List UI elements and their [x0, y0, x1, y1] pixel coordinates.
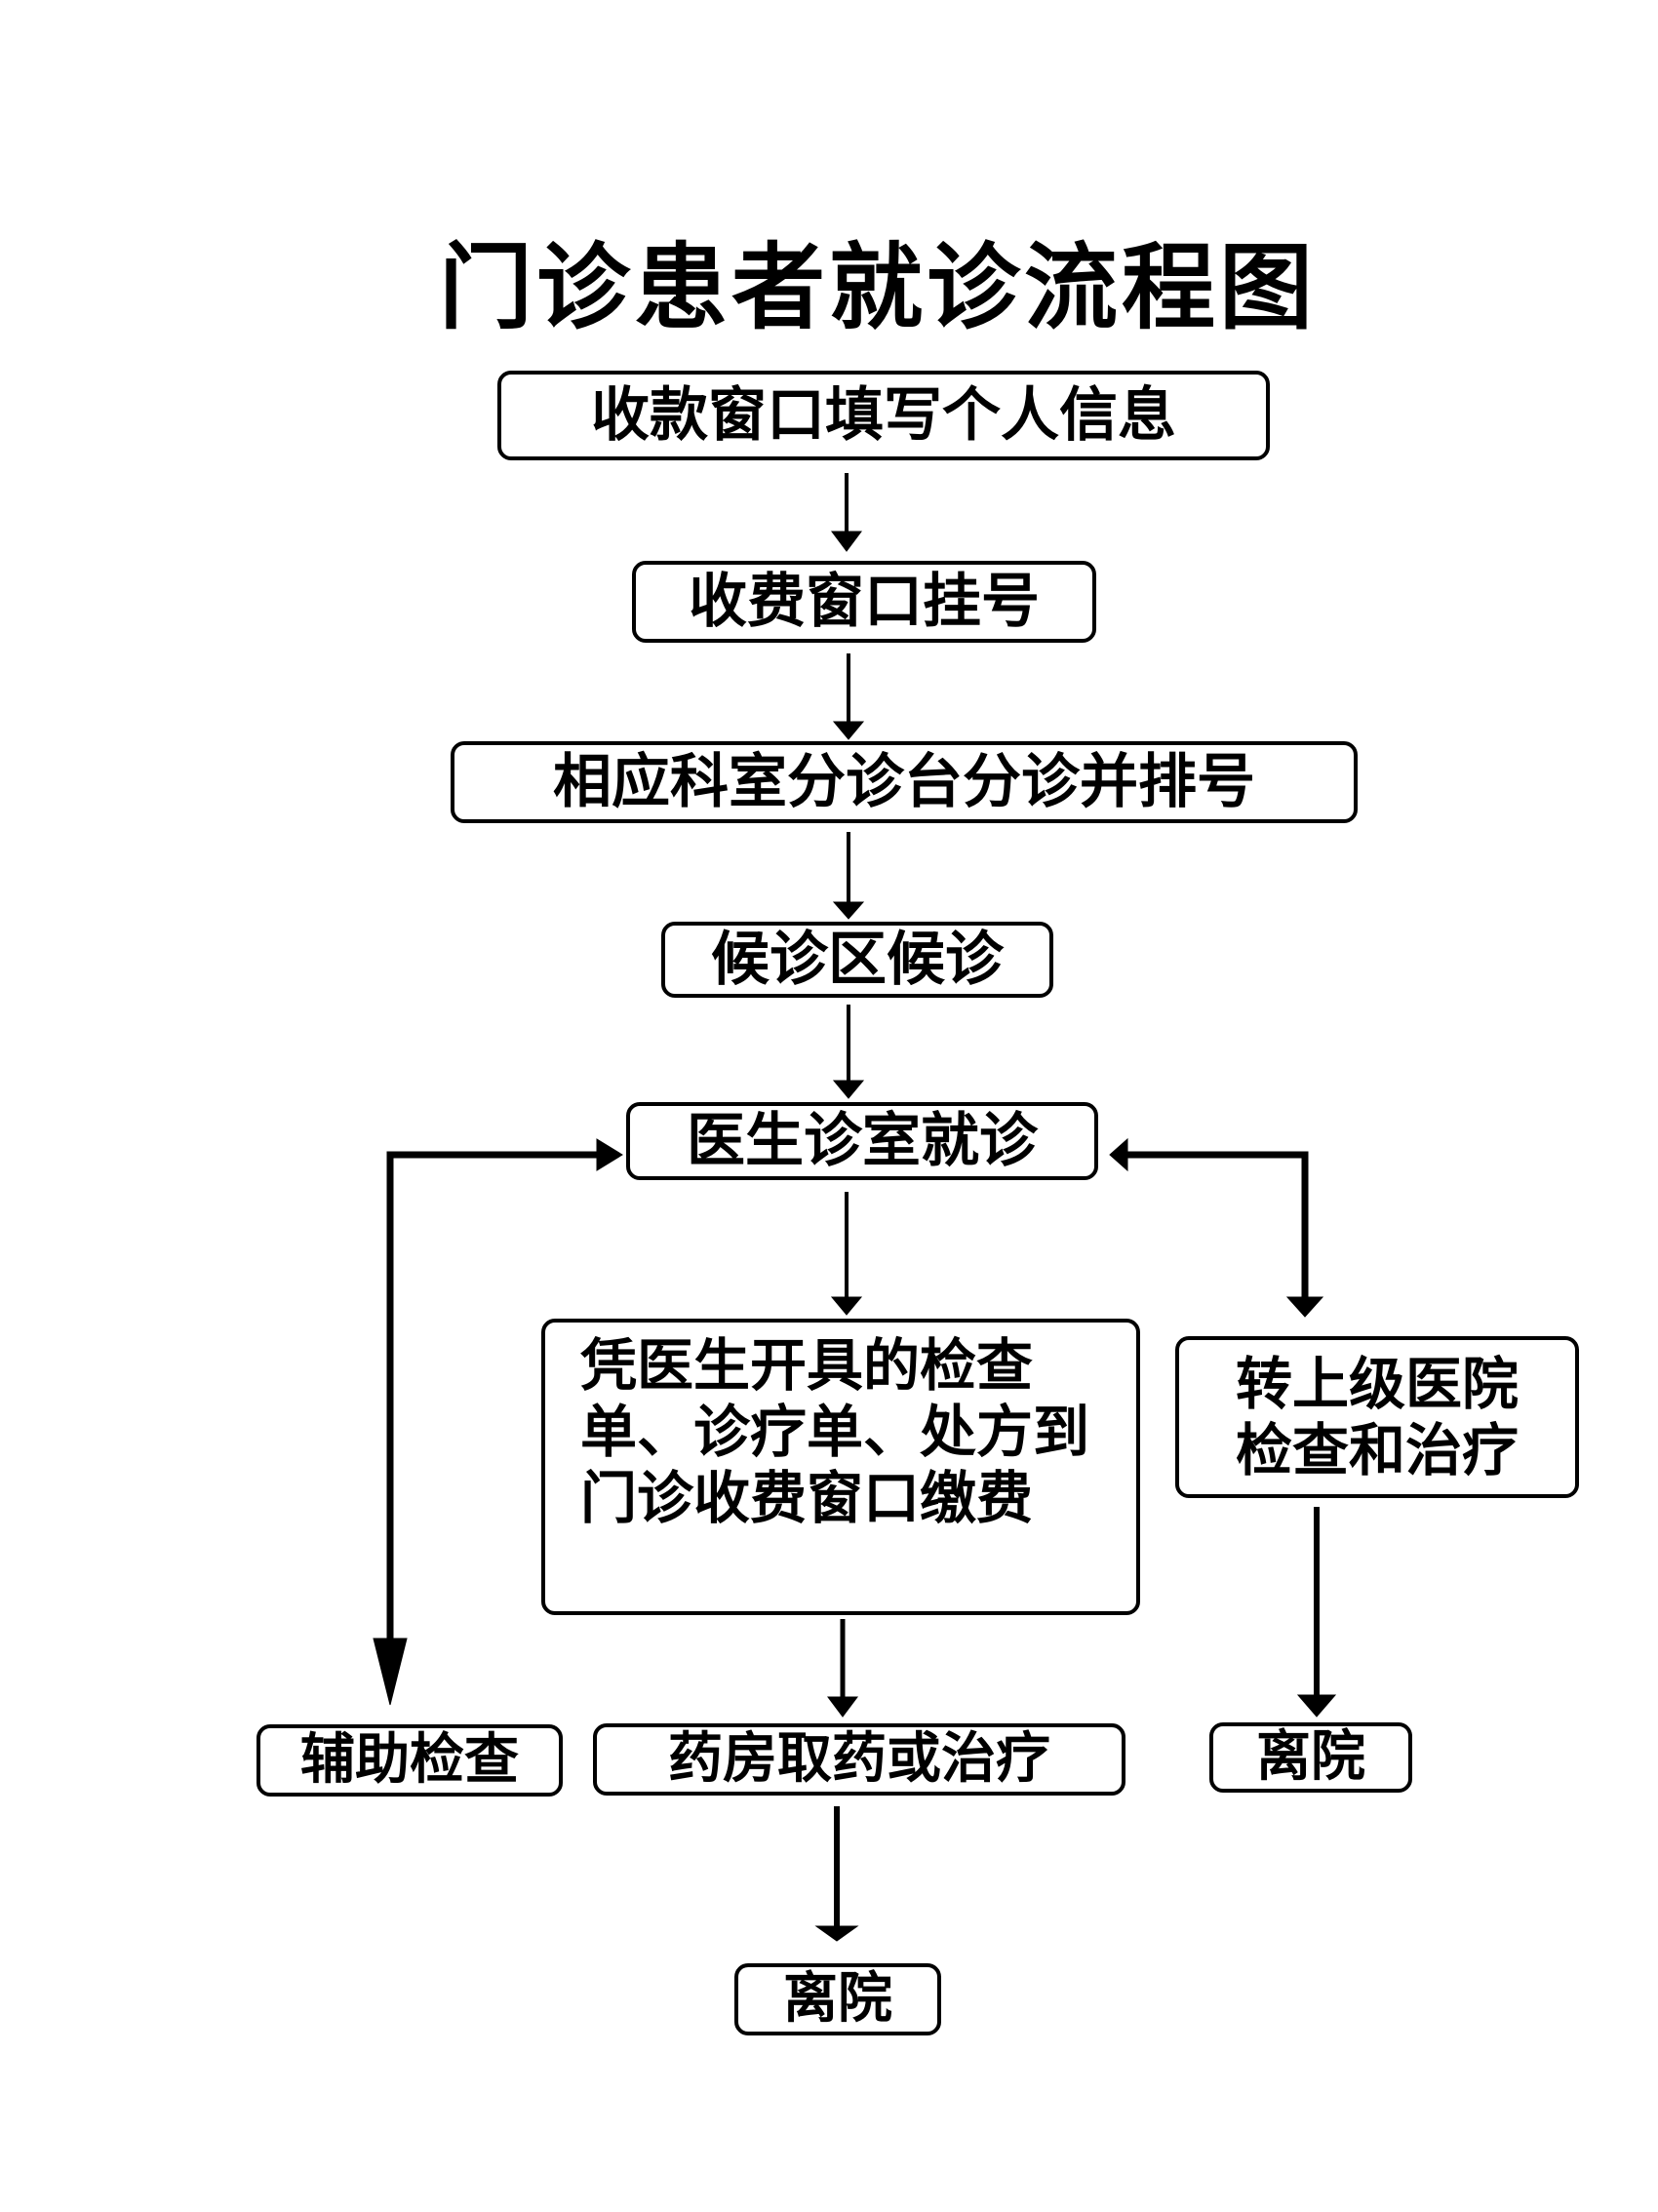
node-leave-bottom: 离院	[734, 1963, 941, 2035]
node-aux-exam: 辅助检查	[257, 1724, 563, 1797]
diagram-title: 门诊患者就诊流程图	[439, 233, 1317, 342]
node-referral: 转上级医院 检查和治疗	[1175, 1336, 1579, 1498]
node-referral-line-1: 转上级医院	[1235, 1351, 1519, 1417]
node-payment: 凭医生开具的检查单、诊疗单、处方到门诊收费窗口缴费	[541, 1319, 1140, 1615]
node-register: 收费窗口挂号	[632, 561, 1096, 643]
arrow-aux-exam-loop	[373, 1138, 623, 1706]
node-referral-line-2: 检查和治疗	[1235, 1417, 1519, 1483]
node-fill-info: 收款窗口填写个人信息	[497, 371, 1270, 460]
arrow-register-to-triage	[832, 653, 865, 740]
node-triage: 相应科室分诊台分诊并排号	[451, 741, 1358, 823]
node-leave-right: 离院	[1209, 1722, 1412, 1793]
node-waiting: 候诊区候诊	[661, 922, 1053, 998]
arrow-fill-info-to-register	[831, 473, 862, 552]
arrow-pharmacy-to-leave	[814, 1806, 859, 1942]
arrow-waiting-to-consult	[832, 1005, 865, 1099]
node-pharmacy: 药房取药或治疗	[593, 1723, 1125, 1796]
arrow-referral-to-leave	[1296, 1507, 1337, 1718]
arrow-consult-to-payment	[830, 1192, 863, 1316]
arrow-referral-loop	[1109, 1137, 1324, 1318]
arrow-triage-to-waiting	[832, 832, 865, 920]
node-consult: 医生诊室就诊	[626, 1102, 1098, 1180]
arrow-payment-to-pharmacy	[827, 1619, 858, 1718]
